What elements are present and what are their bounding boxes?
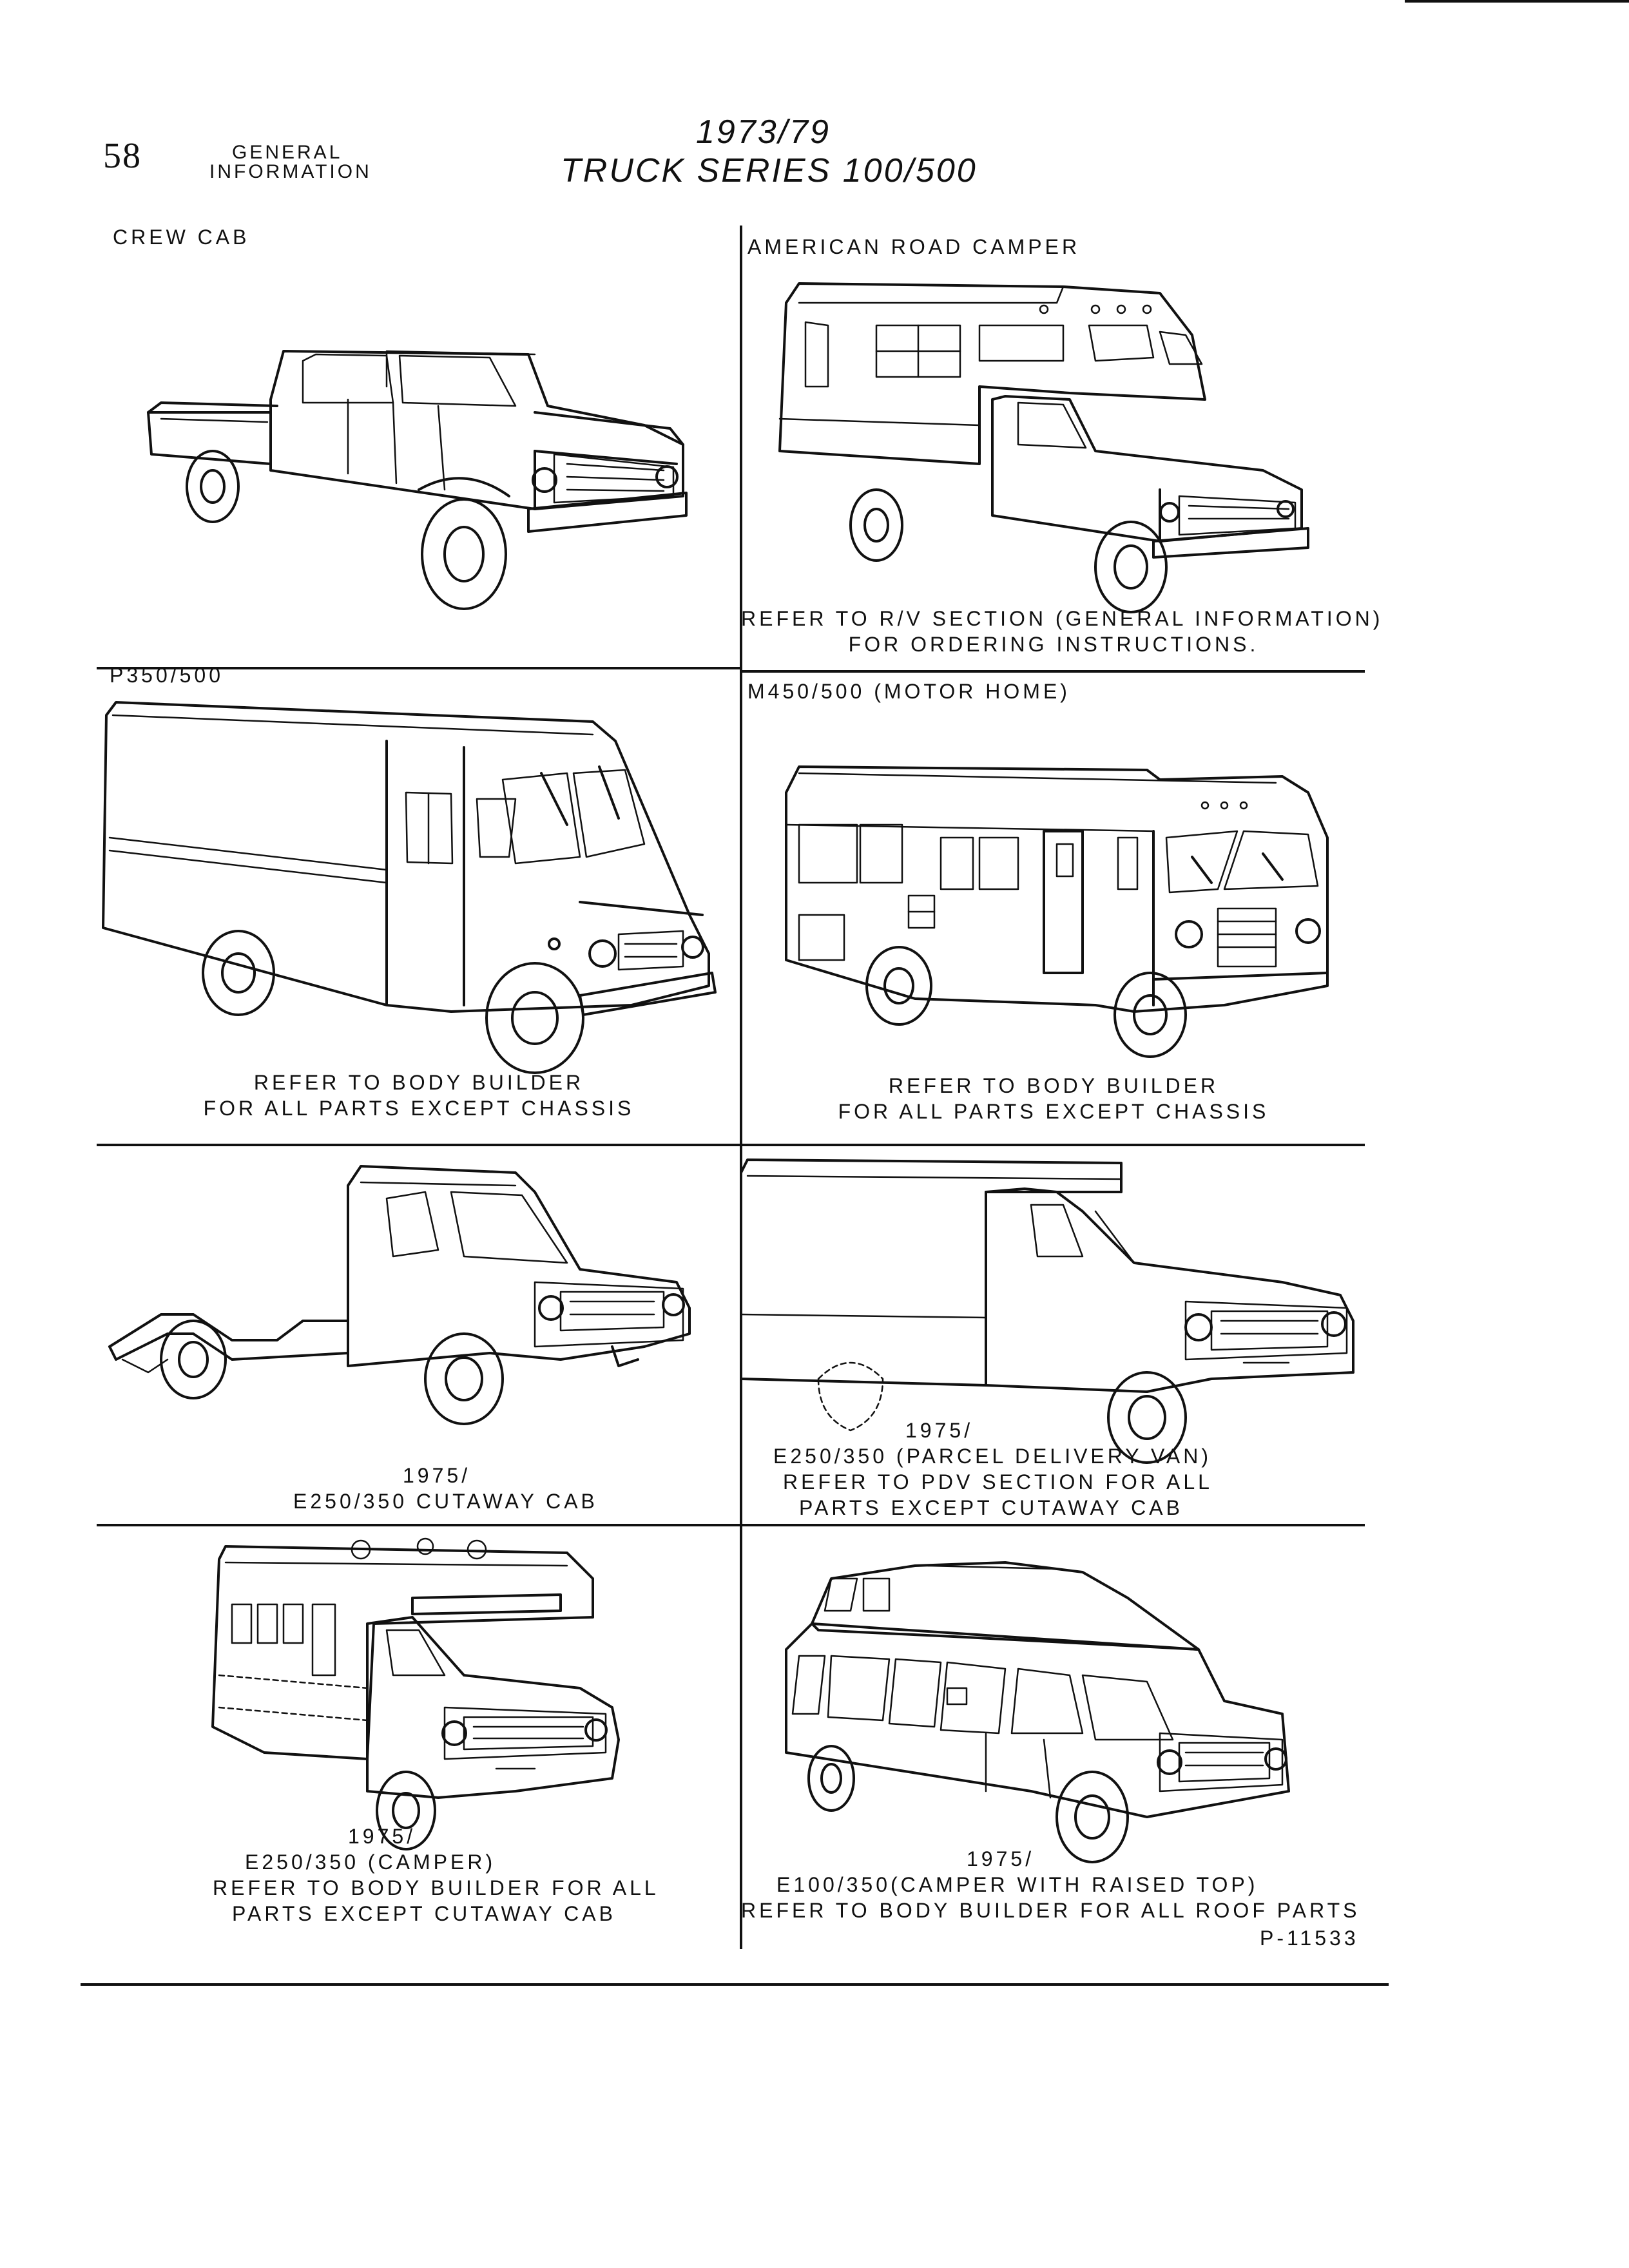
caption-parcel-van-1: E250/350 (PARCEL DELIVERY VAN) <box>773 1445 1212 1468</box>
cell-label-crew-cab: CREW CAB <box>113 226 250 249</box>
caption-camper-3: PARTS EXCEPT CUTAWAY CAB <box>232 1902 616 1925</box>
cell-label-p350: P350/500 <box>110 664 224 687</box>
row-divider-1b <box>741 670 1365 673</box>
parcel-van-year: 1975/ <box>905 1419 974 1442</box>
section-label-line2: INFORMATION <box>209 161 372 182</box>
page-number: 58 <box>103 136 142 176</box>
page-bottom-rule <box>81 1983 1389 1986</box>
caption-m450-1: REFER TO BODY BUILDER <box>888 1074 1219 1097</box>
figure-number: P-11533 <box>1260 1927 1359 1950</box>
caption-m450-2: FOR ALL PARTS EXCEPT CHASSIS <box>838 1100 1269 1123</box>
raised-top-year: 1975/ <box>967 1847 1035 1870</box>
center-divider <box>740 226 742 1949</box>
cell-label-m450: M450/500 (MOTOR HOME) <box>747 680 1070 703</box>
row-divider-2 <box>97 1144 1365 1146</box>
caption-p350-2: FOR ALL PARTS EXCEPT CHASSIS <box>203 1097 635 1120</box>
caption-american-road-camper-1: REFER TO R/V SECTION (GENERAL INFORMATIO… <box>741 607 1383 630</box>
caption-parcel-van-2: REFER TO PDV SECTION FOR ALL <box>783 1470 1213 1494</box>
header-series: TRUCK SERIES 100/500 <box>561 152 978 189</box>
row-divider-1a <box>97 667 741 669</box>
section-label-line1: GENERAL <box>232 142 343 163</box>
cutaway-year: 1975/ <box>403 1464 471 1487</box>
caption-parcel-van-3: PARTS EXCEPT CUTAWAY CAB <box>799 1496 1183 1519</box>
cell-label-american-road-camper: AMERICAN ROAD CAMPER <box>747 235 1081 258</box>
camper-year: 1975/ <box>348 1825 416 1848</box>
caption-raised-top-2: REFER TO BODY BUILDER FOR ALL ROOF PARTS <box>741 1899 1360 1922</box>
caption-cutaway: E250/350 CUTAWAY CAB <box>293 1490 598 1513</box>
header-years: 1973/79 <box>696 113 831 151</box>
caption-camper-1: E250/350 (CAMPER) <box>245 1850 496 1874</box>
caption-raised-top-1: E100/350(CAMPER WITH RAISED TOP) <box>776 1873 1258 1896</box>
caption-camper-2: REFER TO BODY BUILDER FOR ALL <box>213 1876 659 1899</box>
row-divider-3 <box>97 1524 1365 1526</box>
caption-p350-1: REFER TO BODY BUILDER <box>253 1071 584 1094</box>
caption-american-road-camper-2: FOR ORDERING INSTRUCTIONS. <box>848 633 1259 656</box>
top-edge-rule <box>1405 0 1629 3</box>
